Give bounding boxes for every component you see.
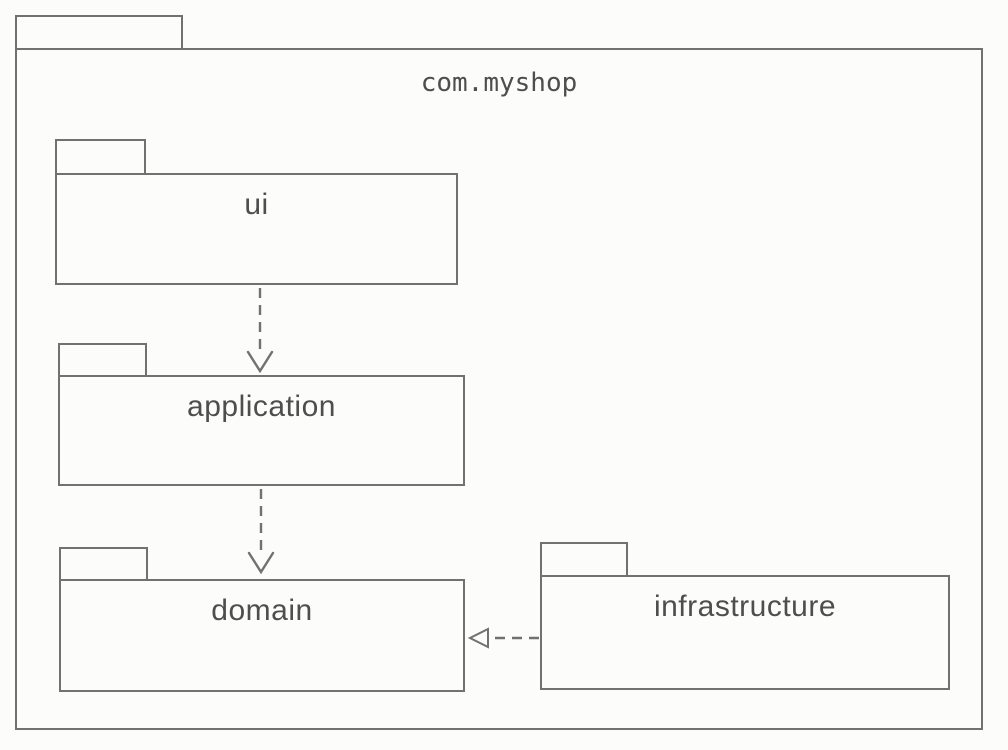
package-infrastructure-tab [540,542,628,577]
package-infrastructure-label: infrastructure [653,590,837,623]
package-domain: domain [59,579,465,692]
package-infrastructure: infrastructure [540,575,950,690]
package-com-myshop-tab [15,15,183,50]
package-application-tab [58,343,147,377]
package-com-myshop-label: com.myshop [420,68,578,98]
package-domain-label: domain [211,594,313,627]
package-ui-label: ui [244,188,269,221]
package-ui-tab [55,139,146,175]
package-com-myshop-body: com.myshop [15,48,983,730]
package-domain-tab [59,547,148,581]
package-application: application [58,375,465,486]
package-application-label: application [187,390,336,423]
package-ui: ui [55,173,458,285]
